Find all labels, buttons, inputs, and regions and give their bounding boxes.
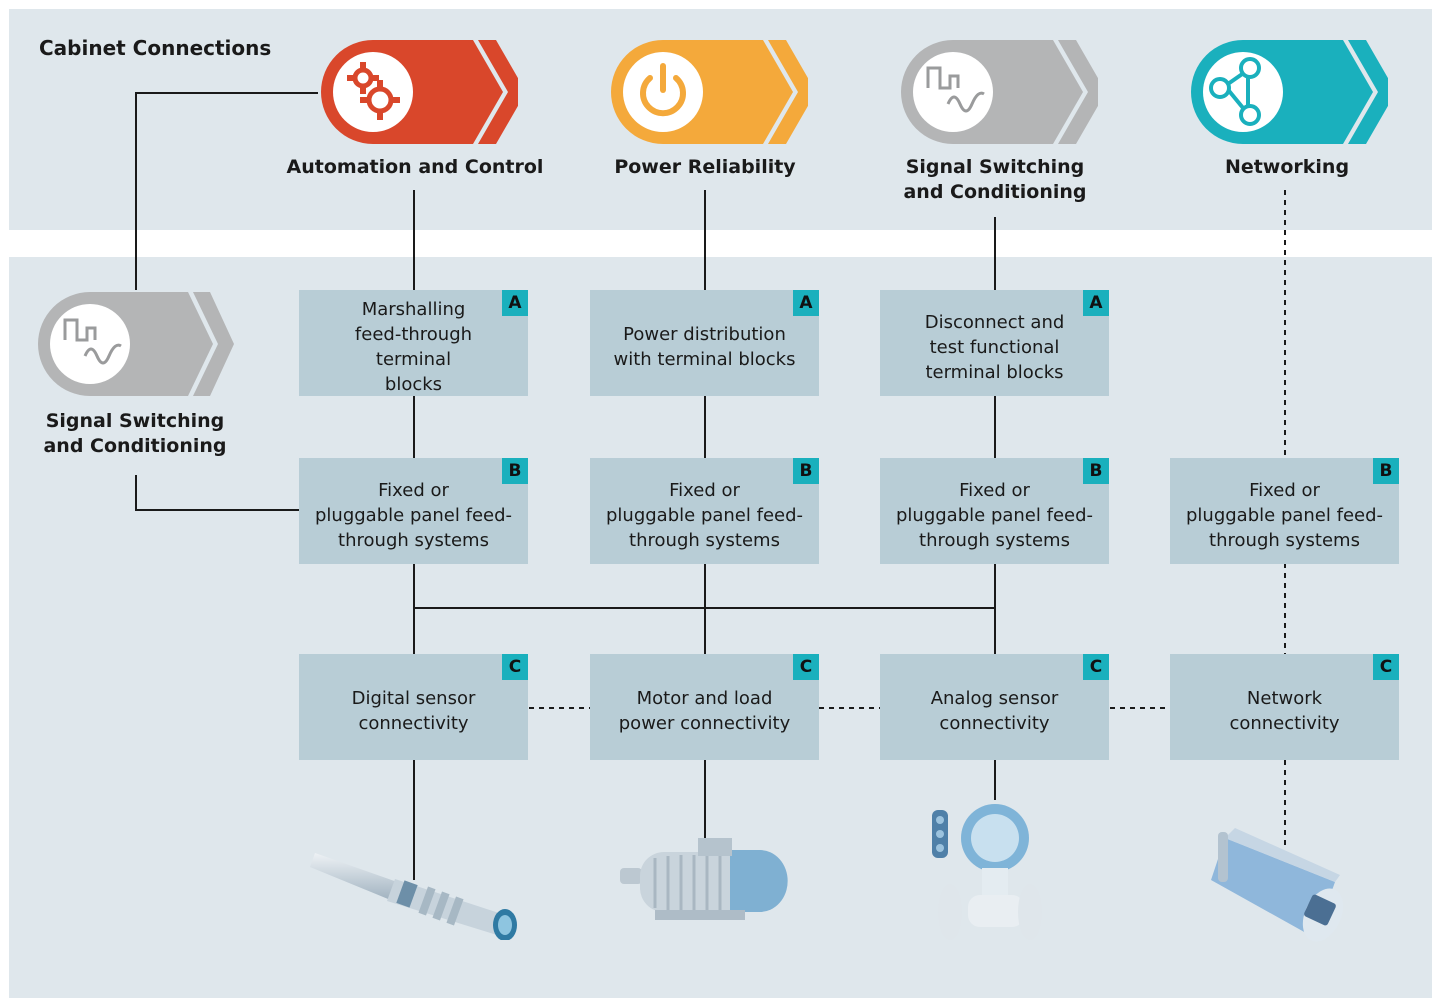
box-c-motor-load: Motor and load power connectivity C [590, 654, 819, 760]
box-b-feedthrough-3: Fixed or pluggable panel feed- through s… [880, 458, 1109, 564]
box-a-power-distribution: Power distribution with terminal blocks … [590, 290, 819, 396]
network-camera-icon [1211, 828, 1344, 942]
category-title-signal: Signal Switching and Conditioning [903, 156, 1087, 203]
side-link-bottom [135, 475, 300, 511]
side-signal-badge [38, 292, 234, 396]
box-label: Power distribution with terminal blocks [613, 324, 796, 370]
tag-a: A [793, 290, 819, 316]
box-a-marshalling: Marshalling feed-through terminal blocks… [299, 290, 528, 396]
tag-c: C [502, 654, 528, 680]
tag-c: C [1083, 654, 1109, 680]
box-b-feedthrough-4: Fixed or pluggable panel feed- through s… [1170, 458, 1399, 564]
signal-wave-icon [63, 318, 122, 365]
box-b-feedthrough-2: Fixed or pluggable panel feed- through s… [590, 458, 819, 564]
tag-a: A [1083, 290, 1109, 316]
box-label: Fixed or pluggable panel feed- through s… [606, 479, 804, 551]
page-title: Cabinet Connections [39, 36, 272, 60]
tag-b: B [793, 458, 819, 484]
tag-b: B [1373, 458, 1399, 484]
box-c-digital-sensor: Digital sensor connectivity C [299, 654, 528, 760]
category-title-networking: Networking [1224, 156, 1350, 178]
box-label: Fixed or pluggable panel feed- through s… [896, 479, 1094, 551]
proximity-sensor-icon [310, 853, 517, 940]
side-category-title: Signal Switching and Conditioning [43, 410, 227, 457]
tag-b: B [502, 458, 528, 484]
flow-meter-icon [932, 804, 1042, 940]
tag-a: A [502, 290, 528, 316]
network-icon [1209, 57, 1261, 126]
box-label: Fixed or pluggable panel feed- through s… [315, 479, 513, 551]
box-c-analog-sensor: Analog sensor connectivity C [880, 654, 1109, 760]
power-icon [640, 63, 686, 117]
box-c-network: Network connectivity C [1170, 654, 1399, 760]
signal-wave-icon [926, 66, 985, 113]
side-link-top [135, 92, 318, 290]
power-badge [611, 40, 808, 144]
box-label: Network connectivity [1229, 688, 1340, 734]
box-label: Motor and load power connectivity [618, 688, 791, 734]
automation-badge [321, 40, 518, 144]
tag-b: B [1083, 458, 1109, 484]
box-a-disconnect: Disconnect and test functional terminal … [880, 290, 1109, 396]
box-label: Analog sensor connectivity [930, 688, 1059, 734]
box-label: Digital sensor connectivity [351, 688, 476, 734]
category-title-automation: Automation and Control [286, 156, 544, 178]
box-b-feedthrough-1: Fixed or pluggable panel feed- through s… [299, 458, 528, 564]
networking-badge [1191, 40, 1388, 144]
box-label: Marshalling feed-through terminal blocks [354, 299, 473, 395]
category-title-power: Power Reliability [614, 156, 796, 178]
tag-c: C [1373, 654, 1399, 680]
electric-motor-icon [620, 838, 788, 920]
tag-c: C [793, 654, 819, 680]
box-label: Disconnect and test functional terminal … [924, 311, 1065, 383]
box-label: Fixed or pluggable panel feed- through s… [1186, 479, 1384, 551]
signal-badge [901, 40, 1098, 144]
